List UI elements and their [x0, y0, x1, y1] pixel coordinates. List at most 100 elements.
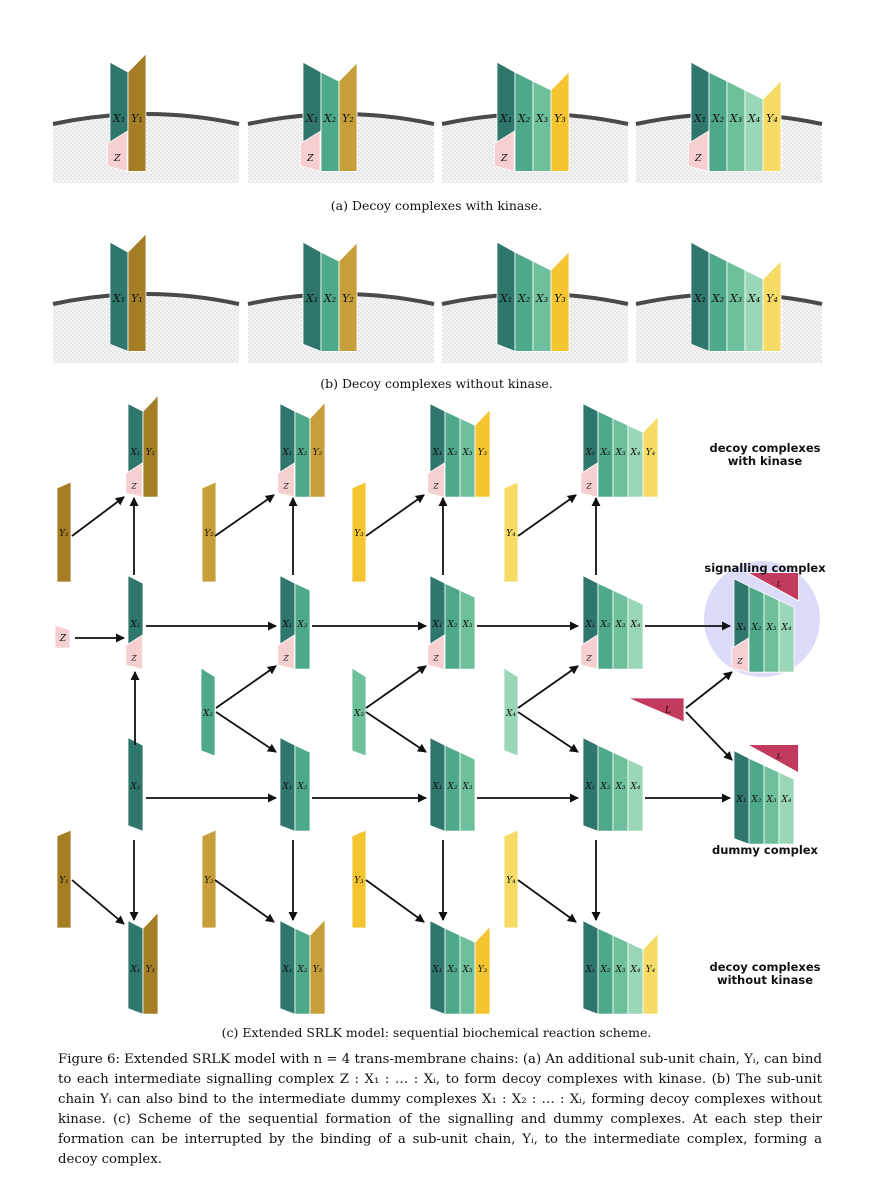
chain-label-y2: Y₂ — [342, 112, 354, 125]
chain-label-x1: X₁ — [431, 620, 442, 630]
chain-x3 — [459, 589, 476, 670]
chain-label-x3: X₃ — [729, 112, 742, 125]
chain-label-x2: X₂ — [446, 620, 457, 630]
caption-c: (c) Extended SRLK model: sequential bioc… — [221, 1025, 652, 1040]
chain-label-x2: X₂ — [323, 292, 336, 305]
chain-label-x1: X₁ — [129, 782, 140, 792]
chain-label-x3: X₃ — [614, 965, 625, 975]
chain-label-x3: X₃ — [729, 292, 742, 305]
free-chain-y3: Y₃ — [351, 829, 367, 929]
z-label: Z — [585, 654, 592, 663]
chain-label-y4: Y₄ — [766, 292, 778, 305]
chain-label-x4: X₄ — [629, 965, 640, 975]
chain-label-x2: X₂ — [711, 112, 724, 125]
chain-label-y1: Y₁ — [131, 292, 143, 305]
free-l: L — [627, 697, 685, 723]
chain-x3 — [726, 260, 746, 352]
chain-label-y1: Y₁ — [146, 965, 156, 975]
chain-x3 — [459, 751, 476, 832]
label-dummy-complex: dummy complex — [712, 843, 818, 857]
chain-label-x4: X₄ — [629, 782, 640, 792]
chain-y2 — [338, 61, 358, 172]
free-chain-y1: Y₁ — [56, 829, 72, 929]
z-label: Z — [306, 153, 314, 164]
chain-label-y2: Y₂ — [313, 965, 323, 975]
ligand-l-label: L — [776, 752, 782, 761]
chain-y2 — [338, 241, 358, 352]
chain-label-x1: X₁ — [112, 112, 125, 125]
chain-label-x1: X₁ — [281, 782, 292, 792]
complex-x1-y1: X₁ Y₁ — [109, 232, 147, 352]
chain-label-x2: X₂ — [296, 620, 307, 630]
chain-label-x3: X₃ — [614, 620, 625, 630]
chain-label-y3: Y₃ — [554, 292, 566, 305]
chain-label-y4: Y₄ — [766, 112, 778, 125]
z-subunit — [731, 637, 749, 673]
arrow-x2-down — [215, 711, 277, 753]
free-chain-label: Y₄ — [506, 876, 516, 886]
free-chain-y4: Y₄ — [503, 829, 519, 929]
chain-label-x3: X₃ — [461, 620, 472, 630]
complex-x1: X₁Z — [125, 574, 144, 670]
free-chain-label: X₃ — [353, 709, 364, 719]
free-l-body — [627, 697, 685, 723]
arrow-x3-up — [365, 665, 427, 709]
z-label: Z — [500, 153, 508, 164]
chain-label-x1: X₁ — [112, 292, 125, 305]
chain-label-x2: X₂ — [517, 112, 530, 125]
chain-x4 — [778, 599, 795, 673]
z-label: Z — [130, 654, 137, 663]
free-chain-body — [201, 481, 217, 583]
chain-label-x1: X₁ — [129, 965, 140, 975]
arrow-l-to-signalling — [685, 671, 733, 709]
z-label: Z — [432, 482, 439, 491]
chain-label-x1: X₁ — [281, 448, 292, 458]
chain-label-x3: X₃ — [535, 292, 548, 305]
label-decoy-with-kinase: decoy complexes with kinase — [709, 441, 821, 468]
chain-label-x3: X₃ — [614, 448, 625, 458]
chain-y2 — [309, 918, 326, 1015]
chain-label-x2: X₂ — [599, 782, 610, 792]
chain-label-x1: X₁ — [693, 112, 706, 125]
chain-label-x1: X₁ — [431, 965, 442, 975]
chain-y1 — [127, 232, 147, 352]
z-subunit — [277, 634, 295, 670]
chain-x4 — [627, 424, 644, 498]
free-z: Z — [54, 624, 71, 649]
free-chain-x2: X₂ — [200, 667, 216, 757]
chain-x4 — [778, 771, 795, 845]
free-chain-body — [201, 829, 217, 929]
chain-label-x1: X₁ — [735, 623, 746, 633]
chain-label-x1: X₁ — [281, 620, 292, 630]
free-chain-body — [503, 829, 519, 929]
chain-label-x1: X₁ — [584, 620, 595, 630]
arrow-y3-to-decoy3 — [365, 494, 425, 537]
arrow-l-to-dummy — [685, 711, 733, 761]
free-chain-body — [351, 829, 367, 929]
free-chain-y3: Y₃ — [351, 481, 367, 583]
arrow-y1-to-bottom — [71, 879, 125, 925]
chain-y4 — [762, 79, 782, 172]
chain-label-x3: X₃ — [765, 795, 776, 805]
free-chain-label: X₄ — [505, 709, 516, 719]
z-label: Z — [113, 153, 121, 164]
chain-label-x2: X₂ — [750, 623, 761, 633]
free-l-label: L — [664, 706, 671, 716]
chain-y1 — [127, 52, 147, 172]
z-subunit — [687, 130, 709, 172]
chain-label-x2: X₂ — [446, 448, 457, 458]
chain-label-x3: X₃ — [461, 448, 472, 458]
free-z-label: Z — [59, 634, 67, 644]
